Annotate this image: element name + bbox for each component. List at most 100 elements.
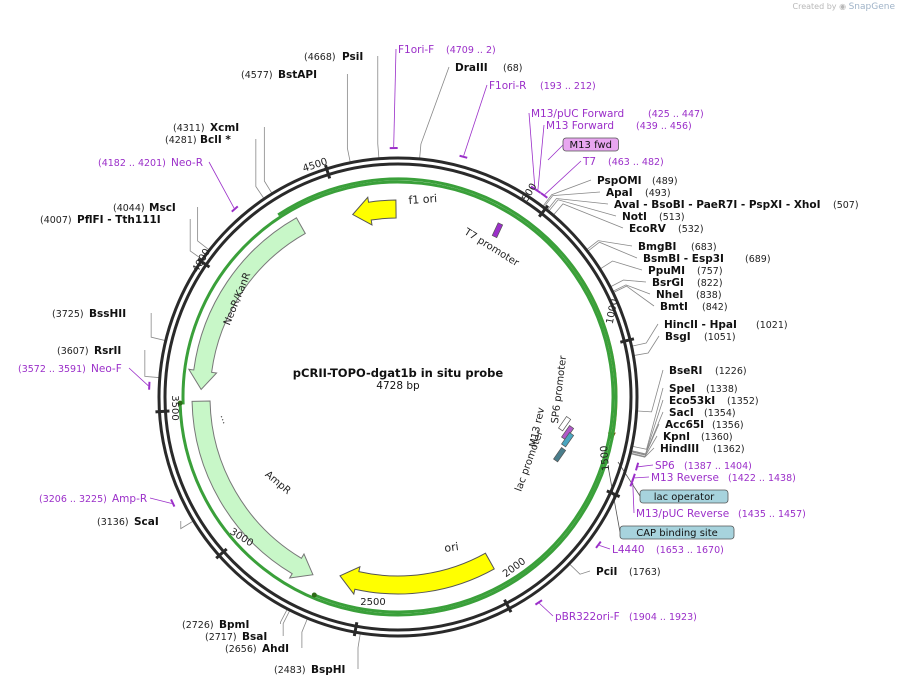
enzyme-apai: ApaI bbox=[606, 187, 633, 199]
enzyme-coord-bsgi: (1051) bbox=[704, 332, 736, 343]
tick-mark bbox=[324, 164, 332, 179]
primer-mark bbox=[595, 540, 602, 549]
primer-range-sp6: (1387 .. 1404) bbox=[684, 461, 752, 472]
primer-range-neo-r: (4182 .. 4201) bbox=[98, 158, 166, 169]
lac-promoter-mark bbox=[553, 447, 567, 463]
enzyme-ppumi: PpuMI bbox=[648, 265, 685, 277]
enzyme-saci: SacI bbox=[669, 407, 694, 419]
primer-mark bbox=[231, 205, 239, 213]
ori-feature bbox=[339, 552, 495, 596]
enzyme-coord-msci: (4044) bbox=[113, 203, 145, 214]
backbone bbox=[157, 156, 639, 638]
enzyme-leader-line bbox=[280, 609, 288, 624]
tick-mark bbox=[352, 622, 359, 637]
enzyme-rsrii: RsrII bbox=[94, 345, 121, 357]
enzyme-coord-bmgbi: (683) bbox=[691, 242, 717, 253]
primer-mark bbox=[634, 462, 640, 471]
primer-leader-line bbox=[638, 464, 654, 468]
enzyme-msci: MscI bbox=[149, 202, 176, 214]
primer-sp6: SP6 bbox=[655, 460, 675, 472]
primer-range-l4440: (1653 .. 1670) bbox=[656, 545, 724, 556]
ampr-highlight-arc bbox=[181, 180, 615, 614]
tick-mark bbox=[155, 409, 170, 414]
primer-leader-line bbox=[544, 160, 582, 195]
enzyme-bseri: BseRI bbox=[669, 365, 702, 377]
enzyme-bcli: BclI * bbox=[200, 134, 231, 146]
plasmid-name: pCRII-TOPO-dgat1b in situ probe bbox=[293, 366, 504, 380]
enzyme-coord-bsphi: (2483) bbox=[274, 665, 306, 676]
enzyme-coord-bsrgi: (822) bbox=[697, 278, 723, 289]
enzyme-leader-line bbox=[632, 387, 664, 450]
primer-range-m13-puc-reverse: (1435 .. 1457) bbox=[738, 509, 806, 520]
f1-ori-feature bbox=[351, 196, 397, 226]
enzyme-pflfi-tth111i: PflFI - Tth111I bbox=[77, 214, 161, 226]
enzyme-leader-line bbox=[569, 564, 591, 575]
t7-promoter-mark bbox=[491, 222, 504, 239]
enzyme-bsgi: BsgI bbox=[665, 331, 691, 343]
primer-range-f1ori-f: (4709 .. 2) bbox=[446, 45, 496, 56]
enzyme-leader-line bbox=[180, 521, 193, 530]
boxed-feature-label-cap-binding-site: CAP binding site bbox=[636, 528, 718, 539]
enzyme-bsmbi-esp3i: BsmBI - Esp3I bbox=[643, 253, 724, 265]
primer-leader-line bbox=[208, 161, 235, 209]
primer-leader-line bbox=[149, 497, 172, 504]
enzyme-bmti: BmtI bbox=[660, 301, 688, 313]
feature-label-sp6-promoter: SP6 promoter bbox=[550, 354, 569, 424]
primer-m13-forward: M13 Forward bbox=[546, 120, 614, 132]
primer-range-m13-reverse: (1422 .. 1438) bbox=[728, 473, 796, 484]
enzyme-coord-spei: (1338) bbox=[706, 384, 738, 395]
enzyme-coord-xcmi: (4311) bbox=[173, 123, 205, 134]
primer-leader-line bbox=[537, 124, 545, 190]
tick-mark bbox=[606, 489, 621, 499]
enzyme-hindiii: HindIII bbox=[660, 443, 699, 455]
neor-kanr-feature bbox=[187, 217, 306, 391]
enzyme-coord-bseri: (1226) bbox=[715, 366, 747, 377]
enzyme-leader-line bbox=[542, 179, 592, 207]
primer-leader-line bbox=[539, 602, 554, 617]
primer-mark bbox=[629, 478, 635, 487]
primer-leader-line bbox=[634, 476, 650, 479]
primer-m13-puc-reverse: M13/pUC Reverse bbox=[636, 508, 729, 520]
enzyme-coord-draiii: (68) bbox=[503, 63, 523, 74]
primer-range-f1ori-r: (193 .. 212) bbox=[540, 81, 596, 92]
tick-mark bbox=[197, 257, 211, 269]
sp6-promoter-mark bbox=[558, 416, 572, 432]
feature-label-ampr: AmpR bbox=[263, 469, 293, 497]
boxed-feature-lac-operator bbox=[639, 489, 729, 504]
primer-range-m13-forward: (439 .. 456) bbox=[636, 121, 692, 132]
primer-leader-line bbox=[599, 544, 611, 550]
enzyme-leader-line bbox=[197, 207, 209, 250]
enzyme-leader-line bbox=[189, 219, 202, 260]
enzyme-leader-line bbox=[357, 633, 361, 669]
enzyme-leader-line bbox=[548, 199, 617, 217]
enzyme-ahdi: AhdI bbox=[262, 643, 289, 655]
enzyme-leader-line bbox=[588, 241, 638, 259]
enzyme-leader-line bbox=[632, 323, 659, 347]
enzyme-leader-line bbox=[586, 240, 633, 250]
enzyme-leader-line bbox=[600, 260, 643, 271]
enzyme-coord-saci: (1354) bbox=[704, 408, 736, 419]
primer-leader-line bbox=[393, 48, 397, 148]
enzyme-leader-line bbox=[613, 284, 651, 295]
primer-neo-r: Neo-R bbox=[171, 157, 203, 169]
enzyme-coord-hindiii: (1362) bbox=[713, 444, 745, 455]
enzyme-scai: ScaI bbox=[134, 516, 159, 528]
snapgene-logo-icon: ◉ bbox=[839, 2, 847, 11]
enzyme-leader-line bbox=[144, 350, 159, 378]
highlight-arrow-tip bbox=[177, 400, 183, 406]
primer-mark bbox=[540, 192, 548, 199]
enzyme-coord-nhei: (838) bbox=[696, 290, 722, 301]
primer-range-pbr322ori-f: (1904 .. 1923) bbox=[629, 612, 697, 623]
boxed-feature-m13-fwd bbox=[562, 137, 619, 152]
enzyme-bmgbi: BmgBI bbox=[638, 241, 676, 253]
primer-t7: T7 bbox=[582, 156, 596, 168]
ellipsis-label: ... bbox=[218, 413, 232, 426]
primer-f1ori-r: F1ori-R bbox=[489, 80, 526, 92]
enzyme-coord-bcli: (4281) bbox=[165, 135, 197, 146]
primer-mark bbox=[534, 599, 543, 606]
enzyme-coord-bstapi: (4577) bbox=[241, 70, 273, 81]
enzyme-avai-bsobi-paer7i-pspxi-xhoi: AvaI - BsoBI - PaeR7I - PspXI - XhoI bbox=[614, 199, 821, 211]
boxed-feature-label-lac-operator: lac operator bbox=[654, 492, 715, 503]
primer-amp-r: Amp-R bbox=[112, 493, 147, 505]
primer-l4440: L4440 bbox=[612, 544, 645, 556]
